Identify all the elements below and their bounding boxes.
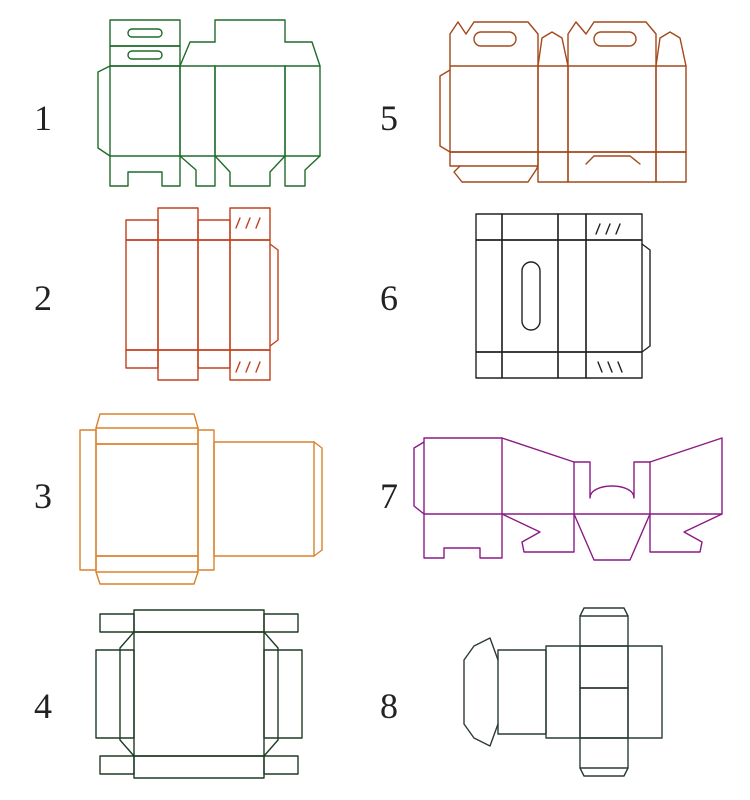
dieline-7: [413, 437, 723, 561]
dieline-6: [475, 213, 651, 379]
dieline-1: [97, 19, 321, 187]
dieline-3: [79, 413, 323, 585]
diagram-label-3: 3: [34, 476, 52, 516]
diagram-label-5: 5: [380, 98, 398, 138]
diagram-label-6: 6: [380, 278, 398, 318]
diagram-label-8: 8: [380, 686, 398, 726]
diagram-label-2: 2: [34, 278, 52, 318]
dieline-8: [463, 607, 663, 777]
dieline-4: [95, 609, 303, 779]
dieline-5: [439, 21, 687, 183]
diagram-label-4: 4: [34, 686, 52, 726]
diagram-label-1: 1: [34, 98, 52, 138]
dieline-2: [125, 207, 279, 381]
diagram-label-7: 7: [380, 476, 398, 516]
